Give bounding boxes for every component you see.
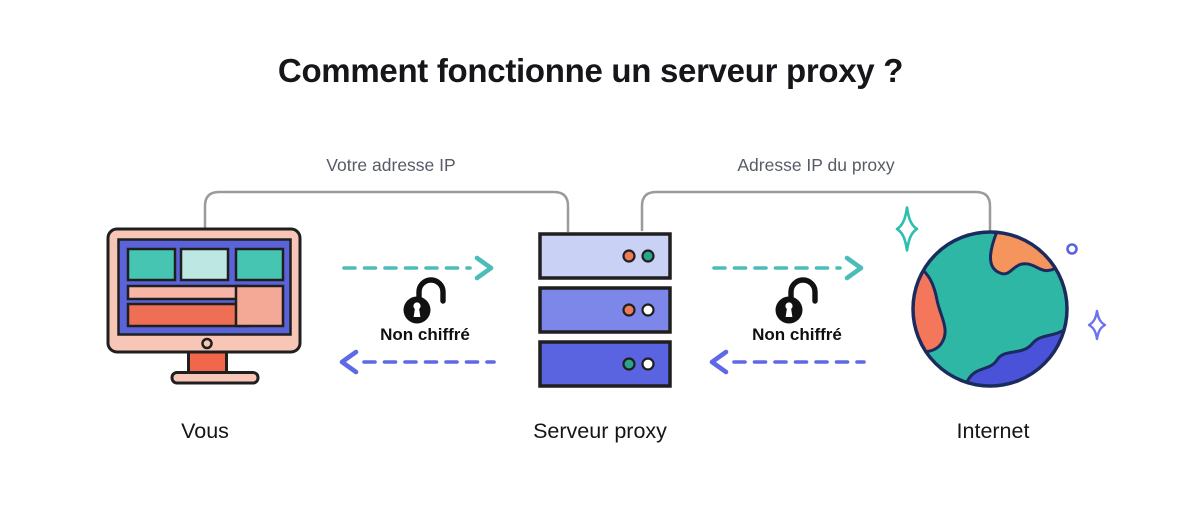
bracket-proxy-ip <box>640 190 992 233</box>
sparkle-icon <box>1087 309 1107 341</box>
screen-tile-teal-1 <box>126 247 177 282</box>
arrowhead-left-icon <box>709 349 729 375</box>
request-arrow-left <box>342 255 494 281</box>
server-stack-icon <box>538 232 672 388</box>
status-unencrypted-right: Non chiffré <box>752 325 842 344</box>
arrowhead-left-icon <box>339 349 359 375</box>
computer-monitor-icon <box>106 227 302 385</box>
sparkle-icon <box>895 206 919 252</box>
screen-tile-teal-3 <box>234 247 285 282</box>
node-label-proxy: Serveur proxy <box>533 419 667 443</box>
open-padlock-icon <box>403 277 446 324</box>
server-led <box>622 303 636 317</box>
page-title: Comment fonctionne un serveur proxy ? <box>277 52 904 89</box>
response-arrow-left <box>339 349 496 375</box>
screen-bar-red <box>126 302 250 328</box>
globe-icon <box>911 230 1069 388</box>
server-led <box>622 249 636 263</box>
server-led <box>641 303 655 317</box>
arrowhead-right-icon <box>844 255 864 281</box>
screen-tile-teal-2 <box>179 247 230 282</box>
server-led <box>622 357 636 371</box>
bracket-your-ip <box>203 190 570 233</box>
connection-label-proxy-ip: Adresse IP du proxy <box>737 155 895 175</box>
node-label-internet: Internet <box>956 419 1030 443</box>
request-arrow-right <box>712 255 864 281</box>
monitor-button <box>201 337 213 350</box>
status-unencrypted-left: Non chiffré <box>380 325 470 344</box>
screen-bar-pink <box>126 284 250 301</box>
monitor-base <box>170 371 260 385</box>
dot-accent <box>1066 243 1078 255</box>
server-led <box>641 357 655 371</box>
arrowhead-right-icon <box>474 255 494 281</box>
connection-label-your-ip: Votre adresse IP <box>326 155 456 175</box>
server-led <box>641 249 655 263</box>
node-label-user: Vous <box>181 419 229 443</box>
response-arrow-right <box>709 349 866 375</box>
globe-outline <box>911 230 1069 388</box>
screen-tile-pink <box>234 284 285 328</box>
open-padlock-icon <box>775 277 818 324</box>
